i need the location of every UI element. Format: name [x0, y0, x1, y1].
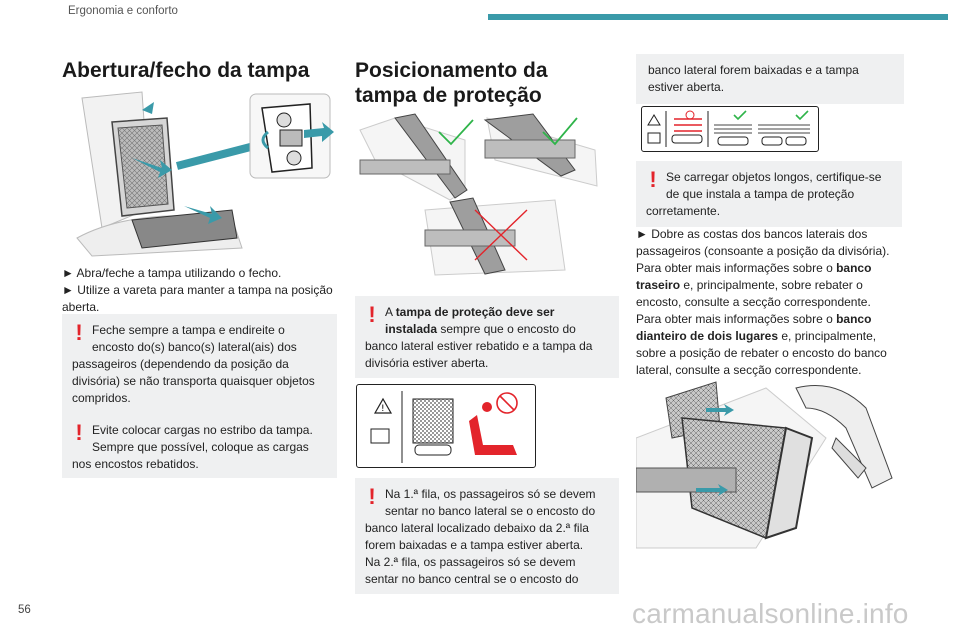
warning-icon: ! [649, 167, 657, 192]
rear-seat-info-b: banco traseiro [636, 261, 872, 292]
warning-continuation-text: banco lateral forem baixadas e a tampa e… [648, 63, 859, 94]
cargo-pictogram [641, 106, 819, 152]
instruction-rod: ► Utilize a vareta para manter a tampa n… [62, 283, 333, 314]
warning-close-lid-text: Feche sempre a tampa e endireite o encos… [72, 323, 315, 405]
front-seat-info-b: banco dianteiro de dois lugares [636, 312, 872, 343]
warning-cover-prefix: A [385, 305, 396, 319]
instruction-fold: ► Dobre as costas dos bancos laterais do… [636, 227, 890, 258]
warning-seating-p2: Na 2.ª fila, os passageiros só se devem … [365, 555, 579, 586]
warning-long-objects: ! Se carregar objetos longos, certifique… [636, 161, 902, 227]
warning-close-lid: ! Feche sempre a tampa e endireite o enc… [62, 314, 337, 414]
instruction-open-close: ► Abra/feche a tampa utilizando o fecho. [62, 266, 282, 280]
seat-folding-illustration [635, 378, 898, 550]
warning-icon: ! [75, 320, 83, 345]
lid-opening-illustration [72, 88, 334, 258]
warning-seating-p1: Na 1.ª fila, os passageiros só se devem … [365, 487, 596, 552]
fold-instructions: ► Dobre as costas dos bancos laterais do… [636, 226, 898, 379]
cover-positioning-illustration [355, 110, 617, 280]
warning-icon: ! [368, 302, 376, 327]
rear-seat-info: Para obter mais informações sobre o banc… [636, 260, 898, 311]
warning-icon: ! [75, 420, 83, 445]
svg-text:!: ! [381, 404, 385, 414]
page-number: 56 [18, 604, 31, 616]
opening-instructions: ► Abra/feche a tampa utilizando o fecho.… [62, 265, 334, 316]
front-seat-info-c: e, principalmente, sobre a posição de re… [636, 329, 887, 377]
warning-cover-installed: ! A tampa de proteção deve ser instalada… [355, 296, 619, 378]
rear-seat-info-a: Para obter mais informações sobre o [636, 261, 837, 275]
warning-step-load-text: Evite colocar cargas no estribo da tampa… [72, 423, 313, 471]
header-accent-bar [488, 14, 948, 20]
warning-cover-bold: tampa de proteção deve ser instalada [385, 305, 555, 336]
warning-seating-rules: ! Na 1.ª fila, os passageiros só se deve… [355, 478, 619, 594]
warning-continuation: banco lateral forem baixadas e a tampa e… [636, 54, 904, 104]
warning-long-objects-text: Se carregar objetos longos, certifique-s… [646, 170, 882, 218]
front-seat-info: Para obter mais informações sobre o banc… [636, 311, 898, 379]
warning-step-load: ! Evite colocar cargas no estribo da tam… [62, 414, 337, 478]
rear-seat-info-c: e, principalmente, sobre rebater o encos… [636, 278, 871, 309]
warning-icon: ! [368, 484, 376, 509]
seating-pictogram: ! [356, 384, 536, 468]
warning-cover-suffix: sempre que o encosto do banco lateral es… [365, 322, 593, 370]
running-header: Ergonomia e conforto [68, 5, 178, 17]
watermark: carmanualsonline.info [632, 598, 909, 629]
section-title-positioning: Posicionamento da tampa de proteção [355, 59, 548, 107]
section-title-opening: Abertura/fecho da tampa [62, 59, 310, 82]
front-seat-info-a: Para obter mais informações sobre o [636, 312, 837, 326]
